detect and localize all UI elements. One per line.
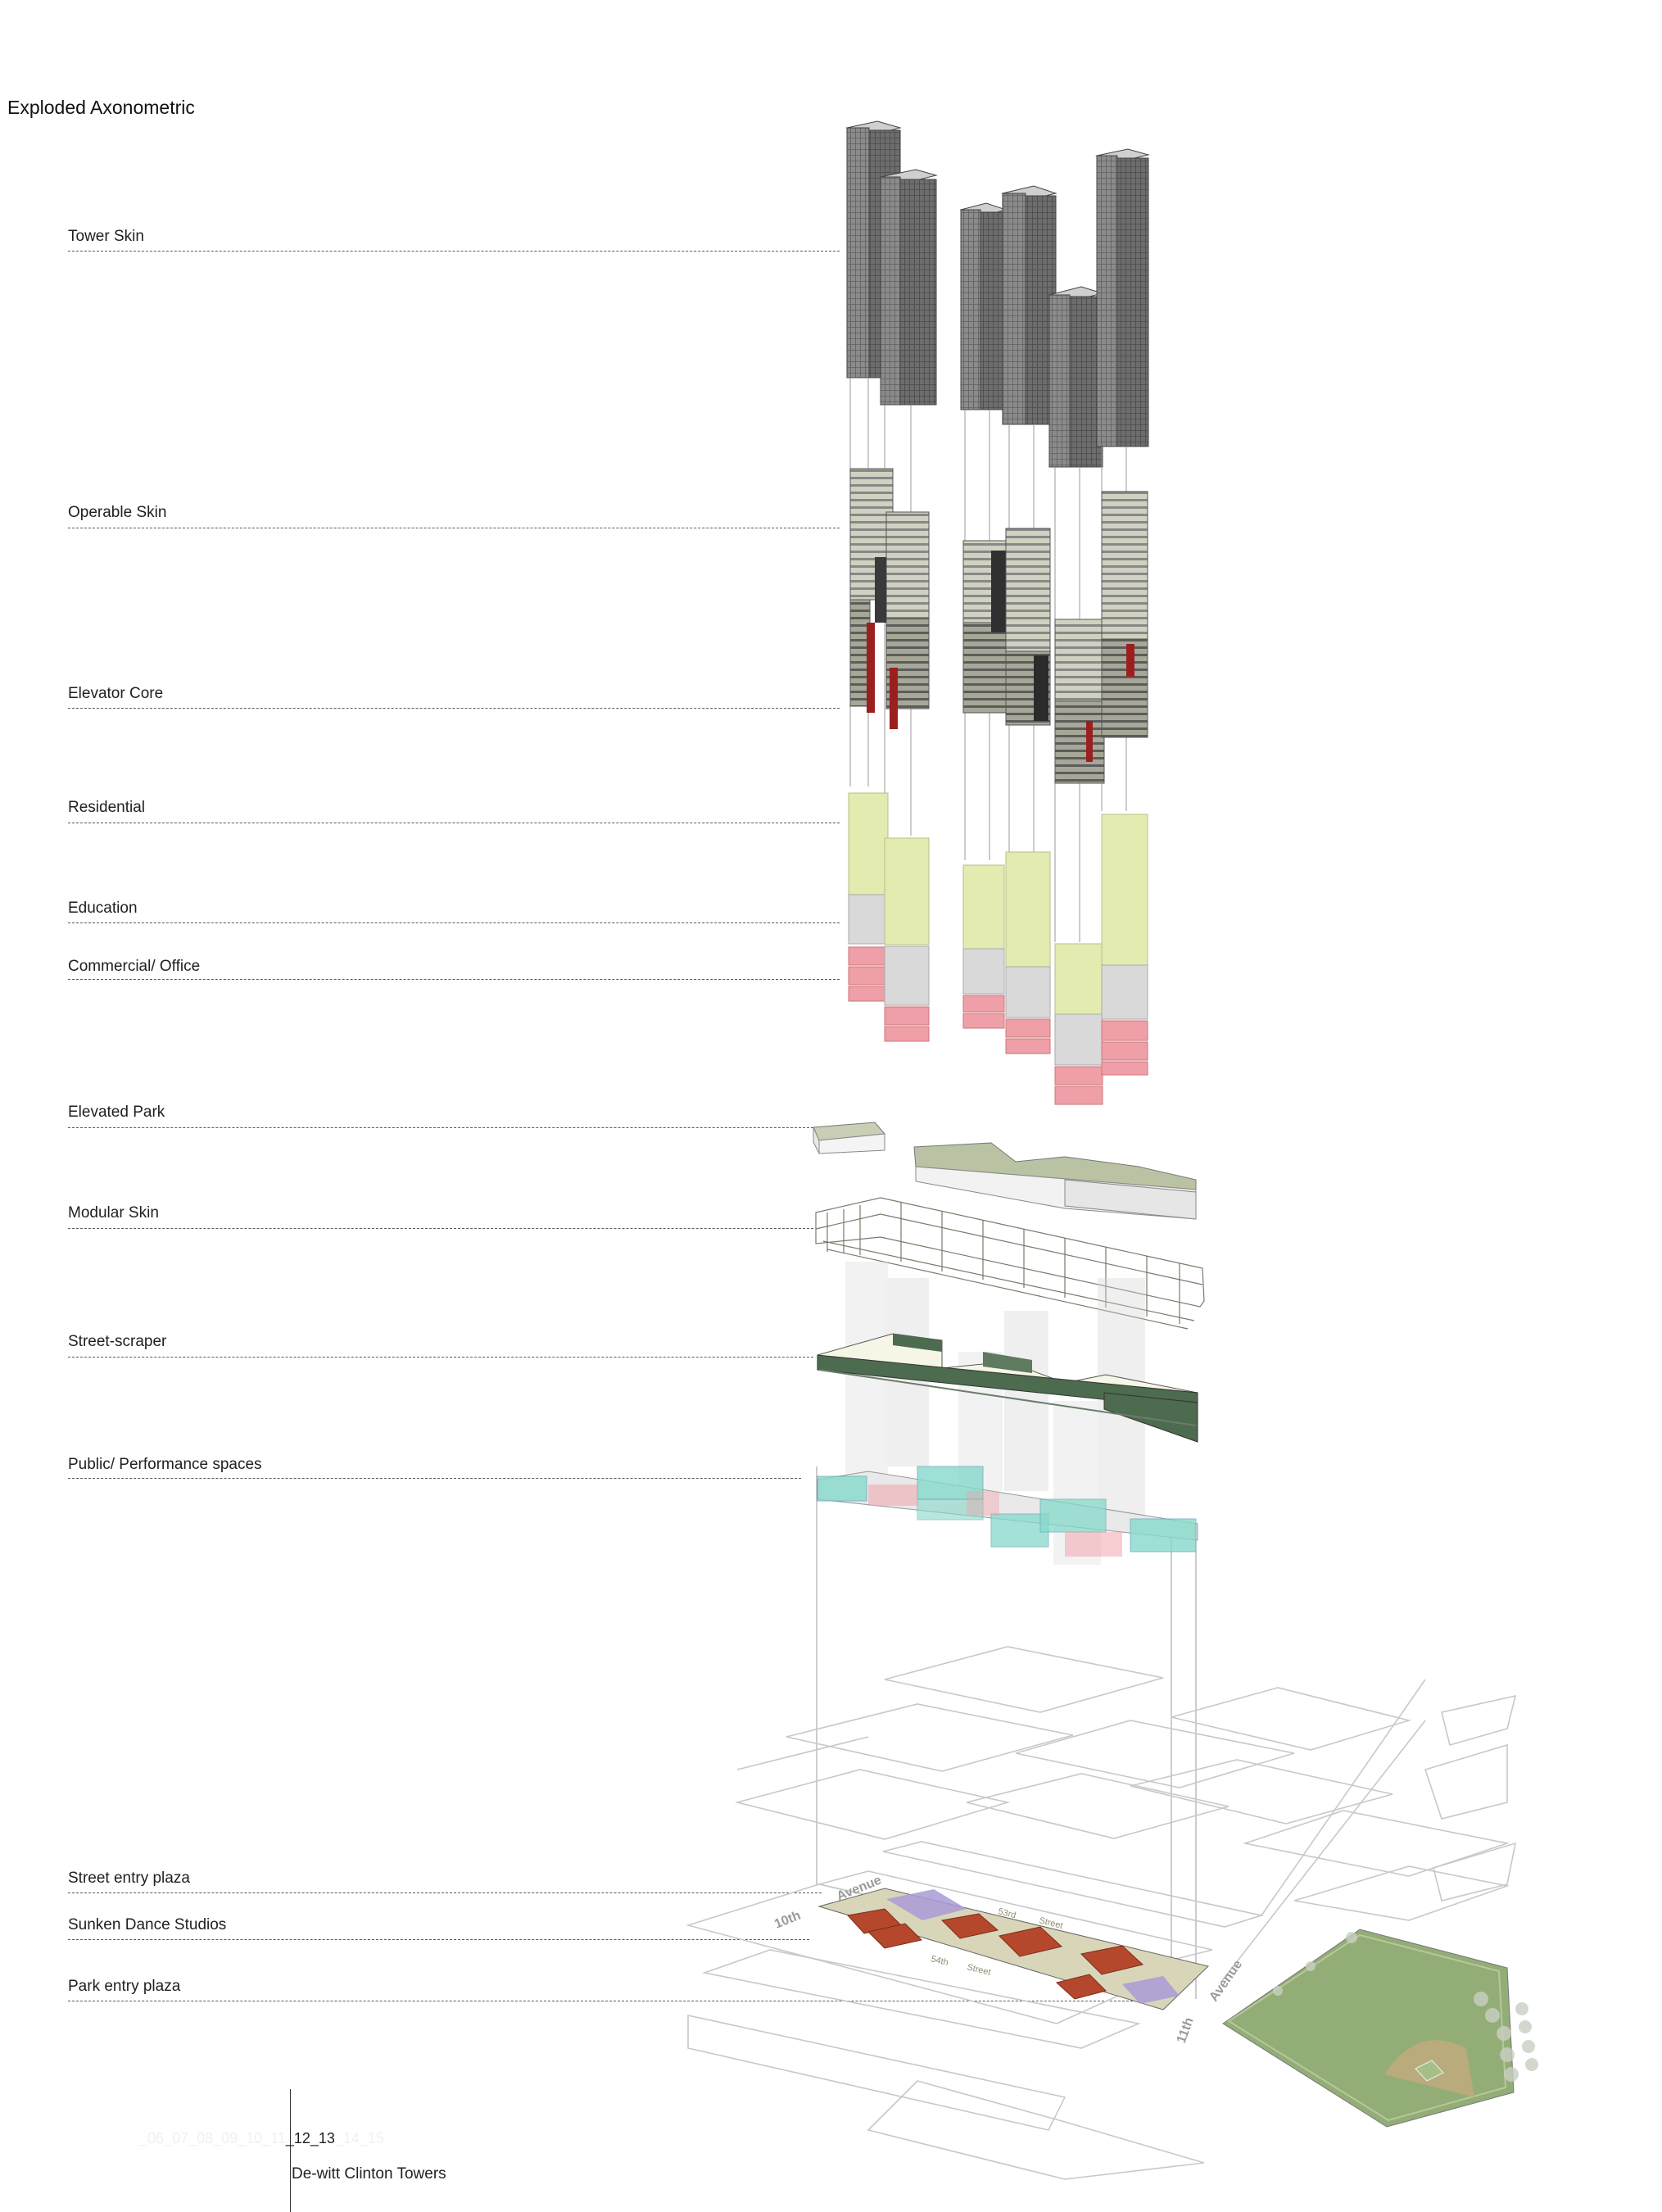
operable-tower-6 bbox=[1101, 491, 1148, 738]
elevated-park-layer bbox=[813, 1122, 1197, 1220]
label-education: Education bbox=[68, 900, 138, 917]
label-operable-skin: Operable Skin bbox=[68, 504, 167, 521]
leader-elevated-park bbox=[68, 1127, 813, 1128]
tower-skin-4 bbox=[1001, 185, 1057, 425]
tower-skin-5 bbox=[1048, 286, 1104, 468]
footer-rule bbox=[290, 2089, 291, 2212]
label-elevated-park: Elevated Park bbox=[68, 1104, 165, 1121]
label-elevator-core: Elevator Core bbox=[68, 685, 164, 702]
leader-tower-skin bbox=[68, 251, 840, 252]
label-residential: Residential bbox=[68, 799, 145, 816]
label-eleventh-avenue: Avenue bbox=[1207, 1958, 1245, 2005]
page-title: Exploded Axonometric bbox=[7, 97, 195, 118]
modular-skin-layer bbox=[815, 1197, 1205, 1330]
leader-education bbox=[68, 922, 840, 923]
operable-tower-4 bbox=[1005, 528, 1051, 726]
leader-street-scraper bbox=[68, 1357, 813, 1358]
leader-street-entry-plaza bbox=[68, 1892, 822, 1893]
label-sunken-dance-studios: Sunken Dance Studios bbox=[68, 1916, 227, 1933]
operable-tower-3 bbox=[962, 540, 1008, 714]
park-field bbox=[1222, 1929, 1538, 2128]
page-index: _06_07_08_09_10_11_12_13_14_15 bbox=[139, 2130, 384, 2147]
label-tower-skin: Tower Skin bbox=[68, 228, 144, 245]
label-park-entry-plaza: Park entry plaza bbox=[68, 1978, 181, 1995]
tower-skin-2 bbox=[879, 169, 938, 406]
site-plan: 10th Avenue 11th Avenue 53rd Street 54th… bbox=[772, 1873, 1245, 2045]
leader-sunken-dance-studios bbox=[68, 1939, 809, 1940]
label-public-performance: Public/ Performance spaces bbox=[68, 1456, 262, 1473]
operable-tower-5 bbox=[1054, 619, 1105, 784]
operable-tower-2 bbox=[875, 511, 930, 729]
tower-skin-layer bbox=[845, 120, 1150, 468]
label-street-entry-plaza: Street entry plaza bbox=[68, 1870, 190, 1887]
operable-skin-layer bbox=[849, 468, 1148, 784]
public-performance-layer bbox=[817, 1466, 1198, 1557]
label-54th: 54th bbox=[930, 1954, 949, 1968]
label-tenth: 10th bbox=[772, 1909, 803, 1932]
sunken-dance-studio-floors bbox=[847, 1908, 1144, 2000]
program-layer bbox=[848, 792, 1148, 1105]
leader-public-performance bbox=[68, 1478, 801, 1479]
street-scraper-layer bbox=[817, 1333, 1198, 1443]
tower-skin-3 bbox=[959, 202, 1008, 410]
page-numbers-after[interactable]: _14_15 bbox=[334, 2130, 385, 2146]
label-modular-skin: Modular Skin bbox=[68, 1204, 159, 1222]
leader-modular-skin bbox=[68, 1228, 813, 1229]
label-53rd: 53rd bbox=[997, 1906, 1017, 1920]
label-eleventh: 11th bbox=[1175, 2015, 1197, 2045]
page-numbers-current[interactable]: _12_13 bbox=[285, 2130, 335, 2146]
label-commercial-office: Commercial/ Office bbox=[68, 958, 201, 975]
label-54th-street: Street bbox=[966, 1962, 991, 1978]
label-street-scraper: Street-scraper bbox=[68, 1333, 167, 1350]
page-numbers-before[interactable]: _06_07_08_09_10_11 bbox=[139, 2130, 286, 2146]
leader-elevator-core bbox=[68, 708, 840, 709]
tower-skin-6 bbox=[1095, 148, 1150, 447]
leader-commercial-office bbox=[68, 979, 840, 980]
project-title: De-witt Clinton Towers bbox=[292, 2165, 446, 2183]
